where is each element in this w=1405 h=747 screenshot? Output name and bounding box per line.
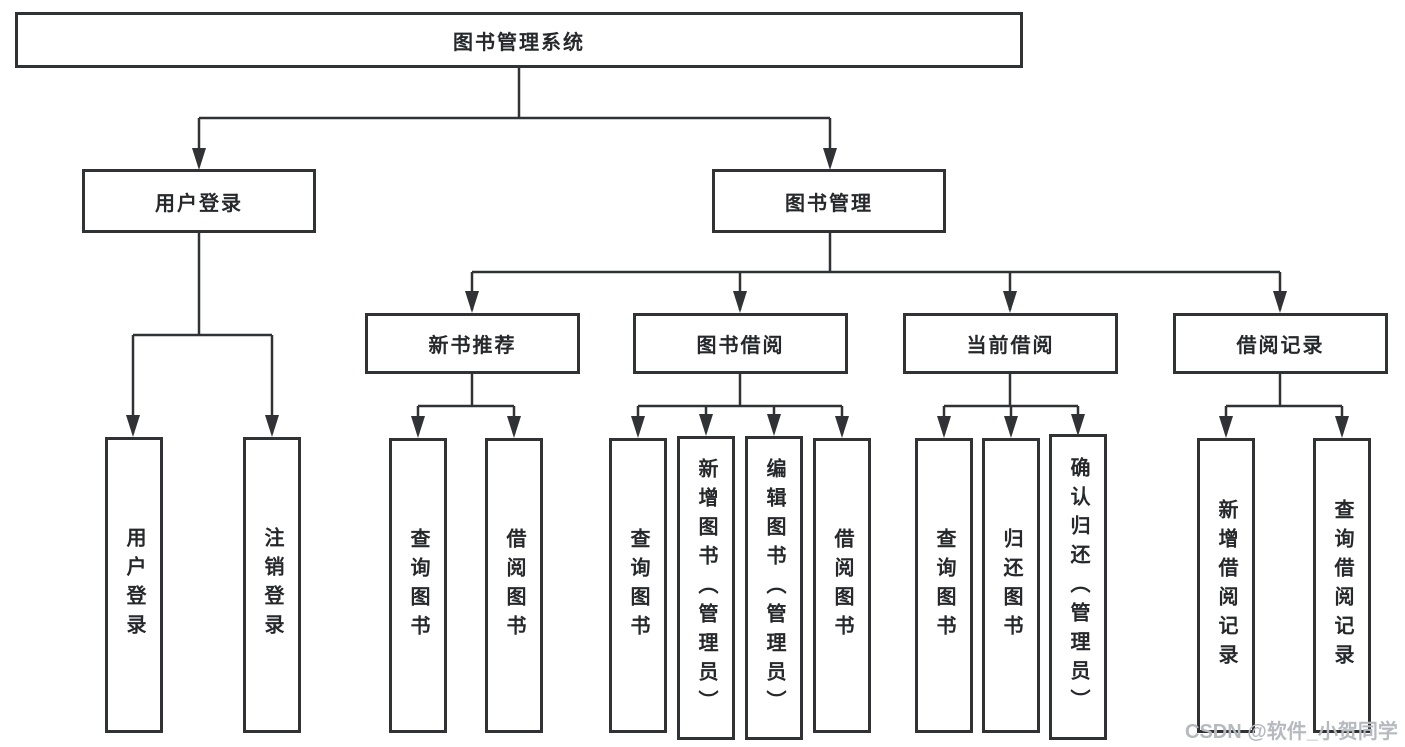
leaf-user-login: 用户登录	[105, 437, 163, 733]
leaf-logout: 注销登录	[243, 437, 301, 733]
leaf-records-query-record: 查询借阅记录	[1313, 438, 1371, 733]
leaf-rec-borrow-books: 借阅图书	[485, 438, 543, 733]
leaf-label: 注销登录	[261, 527, 283, 643]
node-user-login: 用户登录	[82, 169, 316, 233]
leaf-label: 查询图书	[933, 527, 955, 644]
leaf-current-confirm-return-admin: 确认归还（管理员）	[1049, 434, 1107, 740]
leaf-label: 查询借阅记录	[1331, 498, 1353, 673]
leaf-current-query-books: 查询图书	[915, 438, 973, 733]
leaf-rec-query-books: 查询图书	[389, 438, 447, 733]
leaf-label: 新增图书（管理员）	[695, 457, 717, 719]
node-book-borrow: 图书借阅	[633, 313, 848, 374]
leaf-label: 借阅图书	[831, 527, 853, 644]
leaf-borrow-query-books: 查询图书	[609, 438, 667, 733]
node-borrow-records: 借阅记录	[1173, 313, 1388, 374]
leaf-borrow-borrow-books: 借阅图书	[813, 438, 871, 733]
leaf-label: 用户登录	[123, 527, 145, 643]
node-current-borrow: 当前借阅	[903, 313, 1118, 374]
csdn-watermark: CSDN @软件_小贺同学	[1185, 721, 1398, 743]
leaf-label: 编辑图书（管理员）	[763, 457, 785, 719]
leaf-borrow-edit-books-admin: 编辑图书（管理员）	[745, 436, 803, 740]
leaf-label: 确认归还（管理员）	[1067, 456, 1089, 718]
leaf-label: 借阅图书	[503, 527, 525, 644]
leaf-current-return-books: 归还图书	[982, 438, 1040, 733]
node-root: 图书管理系统	[15, 12, 1023, 68]
edge-paths	[131, 68, 1344, 434]
leaf-records-add-record: 新增借阅记录	[1197, 438, 1255, 733]
node-new-book-recommend: 新书推荐	[365, 313, 580, 374]
leaf-label: 新增借阅记录	[1215, 498, 1237, 673]
leaf-label: 归还图书	[1000, 527, 1022, 644]
leaf-borrow-add-books-admin: 新增图书（管理员）	[677, 436, 735, 740]
leaf-label: 查询图书	[407, 527, 429, 644]
node-book-management: 图书管理	[712, 169, 946, 233]
leaf-label: 查询图书	[627, 527, 649, 644]
